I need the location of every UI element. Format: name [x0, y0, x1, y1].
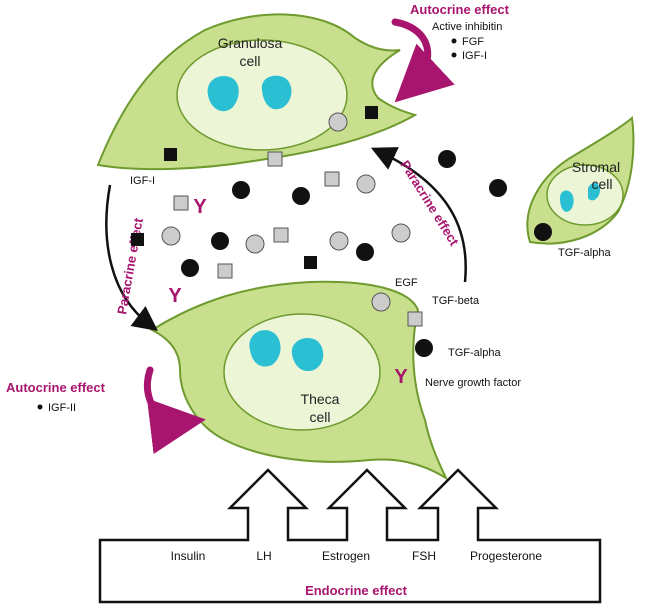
granulosa-label-line1: Granulosa [218, 35, 283, 51]
gray-squares [173, 151, 423, 327]
autocrine-top-item-fgf: FGF [462, 36, 484, 48]
autocrine-arrow-top [391, 18, 455, 103]
theca-cell: Theca cell [149, 280, 449, 481]
stromal-label-line1: Stromal [572, 159, 620, 175]
factor-nerve-growth-factor: Nerve growth factor [425, 377, 521, 389]
ngf-y-icon: Y [394, 366, 408, 388]
ngf-y-icon: Y [193, 196, 207, 218]
theca-label-line1: Theca [301, 391, 340, 407]
autocrine-top-item-igf1: IGF-I [462, 50, 487, 62]
granulosa-cell: Granulosa cell [96, 13, 418, 171]
black-squares [131, 106, 378, 269]
factor-tgf-alpha: TGF-alpha [448, 347, 501, 359]
autocrine-arrow-bottom [143, 366, 206, 454]
paracrine-arrow-left [105, 184, 158, 332]
gray-circles [161, 112, 411, 312]
autocrine-top-title: Autocrine effect [410, 2, 510, 17]
hormone-lh: LH [256, 549, 271, 563]
autocrine-top-line1: Active inhibitin [432, 21, 502, 33]
factor-igf1: IGF-I [130, 175, 155, 187]
hormone-insulin: Insulin [171, 549, 206, 563]
ngf-y-icon: Y [168, 285, 182, 307]
granulosa-label-line2: cell [239, 53, 260, 69]
endocrine-box [98, 468, 602, 604]
hormone-fsh: FSH [412, 549, 436, 563]
theca-label-line2: cell [309, 409, 330, 425]
factor-stromal-tgf-alpha: TGF-alpha [558, 247, 611, 259]
autocrine-bottom-item-igf2: IGF-II [48, 402, 76, 414]
bullet-icon [451, 52, 457, 58]
black-circles [181, 150, 552, 357]
hormone-estrogen: Estrogen [322, 549, 370, 563]
paracrine-left-label: Paracrine effect [114, 216, 146, 315]
stromal-label-line2: cell [591, 176, 612, 192]
stromal-cell: Stromal cell [526, 116, 635, 245]
factor-egf: EGF [395, 277, 418, 289]
hormone-progesterone: Progesterone [470, 549, 542, 563]
endocrine-title: Endocrine effect [305, 583, 408, 598]
bullet-icon [451, 38, 457, 44]
factor-tgf-beta: TGF-beta [432, 295, 480, 307]
paracrine-arrow-right [370, 147, 467, 283]
bullet-icon [37, 404, 43, 410]
autocrine-bottom-title: Autocrine effect [6, 380, 106, 395]
